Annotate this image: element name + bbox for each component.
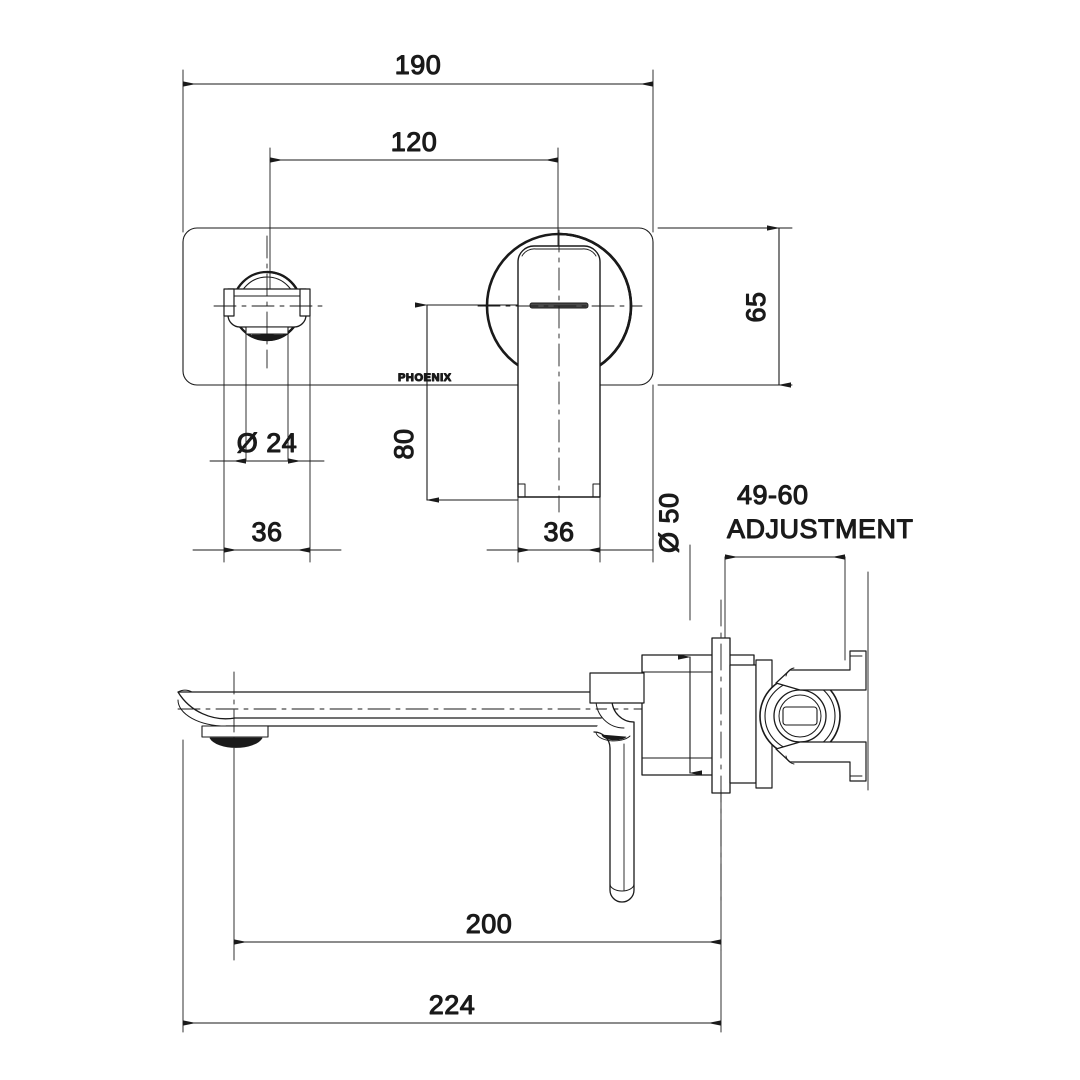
spout-side-profile [177, 689, 613, 748]
dimension-200-label: 200 [466, 909, 513, 939]
extension-lines-side [182, 739, 722, 1033]
spout-centre-lines [477, 229, 643, 513]
dimension-adjustment [724, 554, 846, 661]
face-plate [182, 227, 654, 386]
lever-side-profile [593, 699, 635, 903]
dimension-190-label: 190 [395, 50, 442, 80]
dimension-36-left-label: 36 [251, 517, 282, 547]
dimension-36-right-label: 36 [543, 517, 574, 547]
wall-valve-bracket [729, 650, 867, 789]
spout-side-centre-line [177, 671, 661, 749]
adjustment-range-label: 49-60 [737, 480, 809, 510]
brand-label: PHOENIX [398, 372, 452, 384]
dimension-dia50-label: Ø 50 [654, 492, 684, 553]
dimension-65-label: 65 [741, 291, 771, 322]
dimension-dia24-label: Ø 24 [237, 428, 298, 458]
adjustment-text-label: ADJUSTMENT [727, 514, 914, 544]
dimension-80 [415, 302, 519, 503]
dimension-80-label: 80 [389, 428, 419, 459]
dimension-120-label: 120 [391, 127, 438, 157]
dimension-224-label: 224 [429, 990, 476, 1020]
handle-centre-lines [213, 235, 323, 369]
